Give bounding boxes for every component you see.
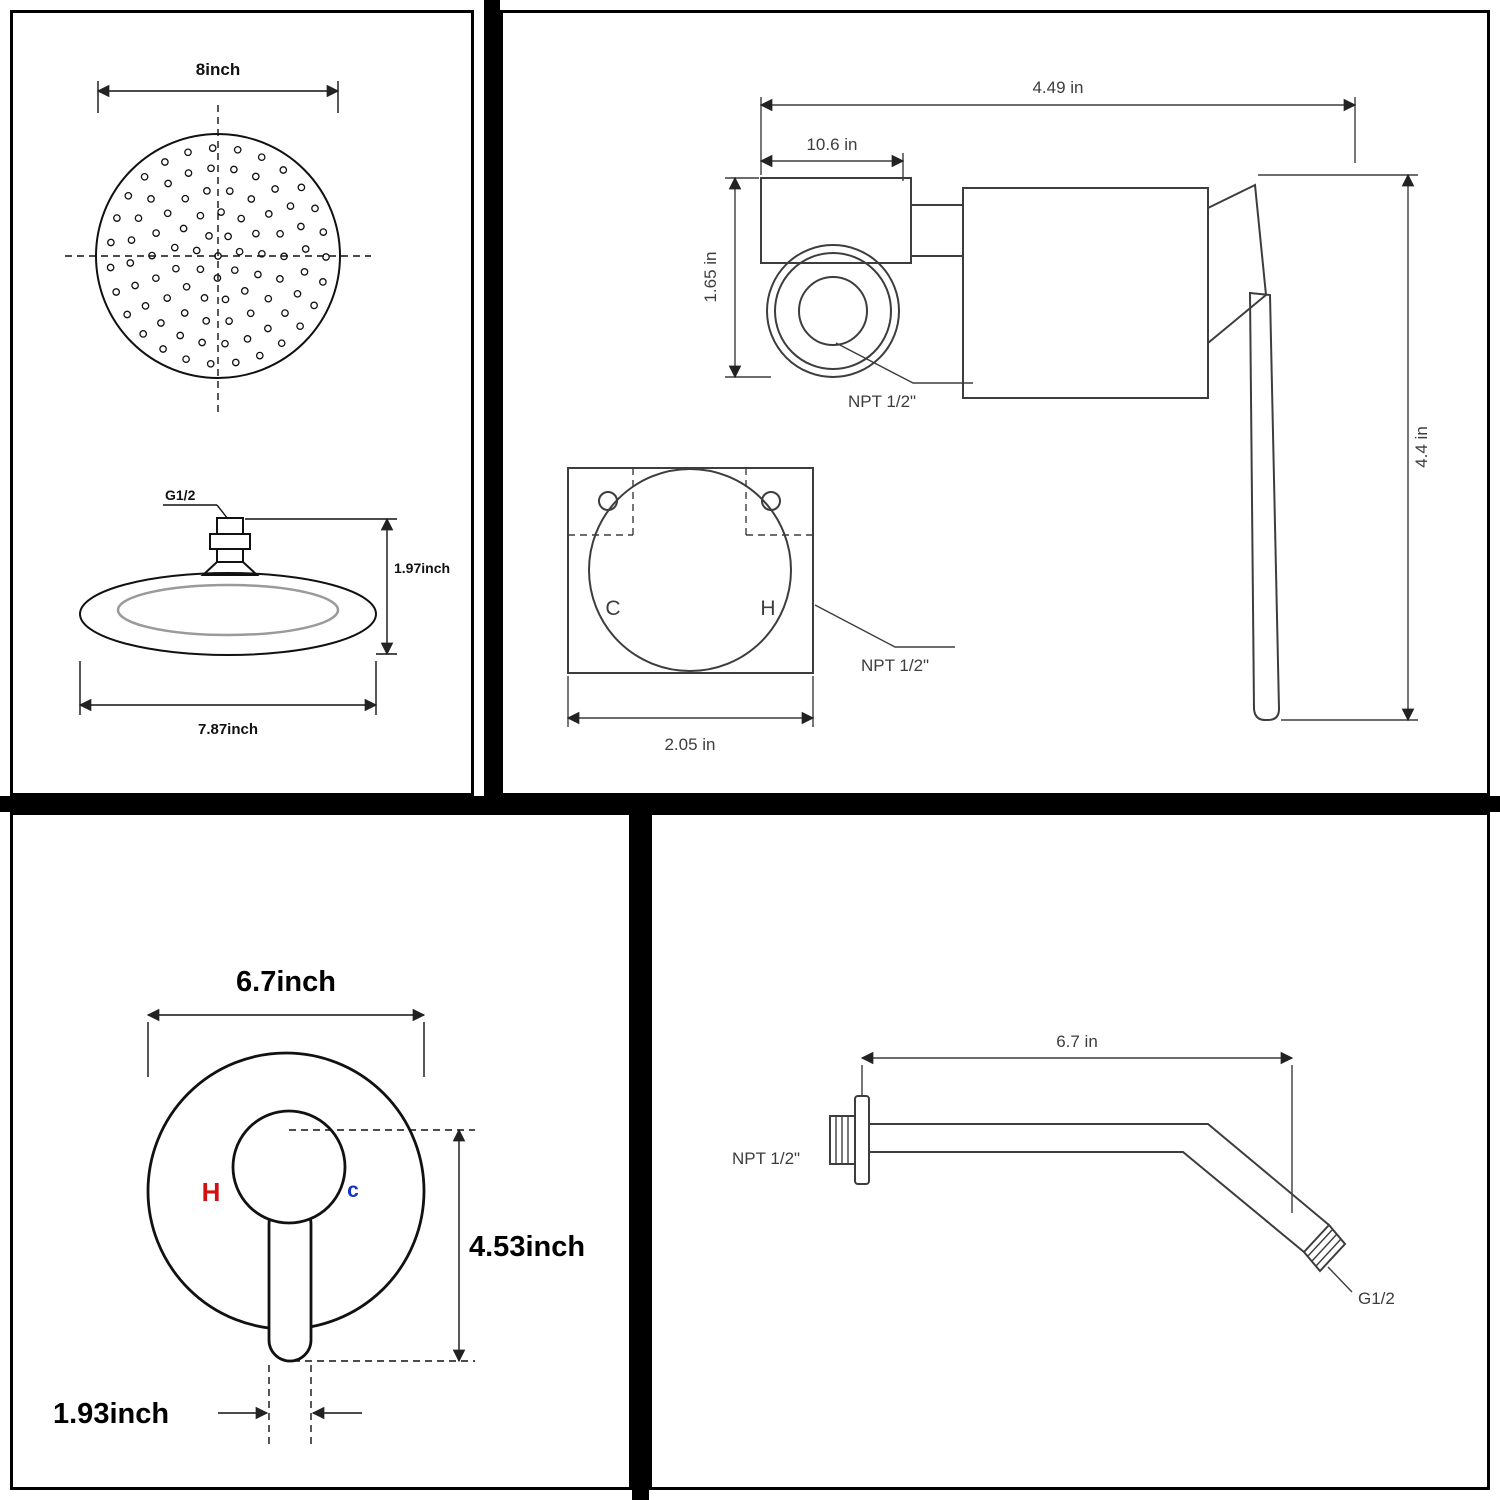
head-thread [1302,1223,1347,1273]
label-wall-thread: NPT 1/2" [732,1149,800,1168]
dimension-205in [566,676,815,727]
divider-vertical-top [484,0,500,796]
bottom-thread-leader [814,604,955,648]
panel-showerhead: 8inch G1/2 1.97inch [10,10,474,796]
trim-plate-front-view [146,1051,426,1363]
trim-handle [267,1201,313,1363]
label-hot: H [202,1177,221,1207]
divider-vertical-bottom [632,812,649,1500]
dimension-67inch [146,1008,426,1077]
panel-shower-arm: 6.7 in NPT 1/2" G1/2 [649,812,1490,1490]
label-thread-g12: G1/2 [165,487,196,503]
dim-label-67inch: 6.7inch [236,966,336,998]
dim-label-453inch: 4.53inch [469,1231,585,1263]
inlet-thread-leader [835,342,973,384]
showerhead-diagram: 8inch G1/2 1.97inch [65,60,450,738]
dim-label-193inch: 1.93inch [53,1398,169,1430]
shower-arm-diagram: 6.7 in NPT 1/2" G1/2 [732,1032,1395,1308]
dim-label-449in: 4.49 in [1032,78,1083,97]
divider-horizontal [0,796,1500,812]
dim-label-44in: 4.4 in [1412,426,1431,468]
dimension-67in [860,1051,1294,1213]
g12-leader-line [216,504,229,520]
showerhead-top-view [65,105,371,415]
label-inlet-thread: NPT 1/2" [848,392,916,411]
dim-label-165in: 1.65 in [701,251,720,302]
dim-label-106in: 10.6 in [806,135,857,154]
valve-side-view [760,177,1281,721]
label-cold: c [347,1179,359,1202]
label-hot-port: H [760,597,775,620]
panel-valve: 4.49 in 10.6 in [500,10,1490,796]
dimension-44in [1258,173,1418,722]
label-cold-port: C [605,597,620,620]
dim-label-787inch: 7.87inch [198,721,258,738]
trim-hub [231,1109,347,1225]
wall-flange [854,1095,870,1185]
dimension-787inch [78,661,378,715]
dimension-193inch [218,1365,362,1445]
dimension-106in [759,153,905,181]
label-head-thread: G1/2 [1358,1289,1395,1308]
dim-label-205in: 2.05 in [664,735,715,754]
trim-plate-diagram: 6.7inch H c 4.53inch [53,966,585,1445]
arm-top-edge [869,1123,1330,1226]
dim-label-8inch: 8inch [196,60,240,79]
valve-diagram: 4.49 in 10.6 in [566,78,1431,754]
arm-bottom-edge [869,1151,1305,1253]
label-bottom-thread: NPT 1/2" [861,656,929,675]
dim-label-67in: 6.7 in [1056,1032,1098,1051]
dim-label-197inch: 1.97inch [394,560,450,576]
dimension-197inch [245,517,397,656]
dimension-165in [725,176,771,379]
nozzle-holes [106,144,330,368]
showerhead-side-view [79,517,377,656]
shower-arm-view [829,1095,1347,1273]
dimension-8inch [96,81,340,113]
head-thread-leader [1327,1266,1353,1293]
panel-trim-plate: 6.7inch H c 4.53inch [10,812,632,1490]
valve-bottom-view [567,467,814,674]
dimension-453inch [289,1128,475,1363]
